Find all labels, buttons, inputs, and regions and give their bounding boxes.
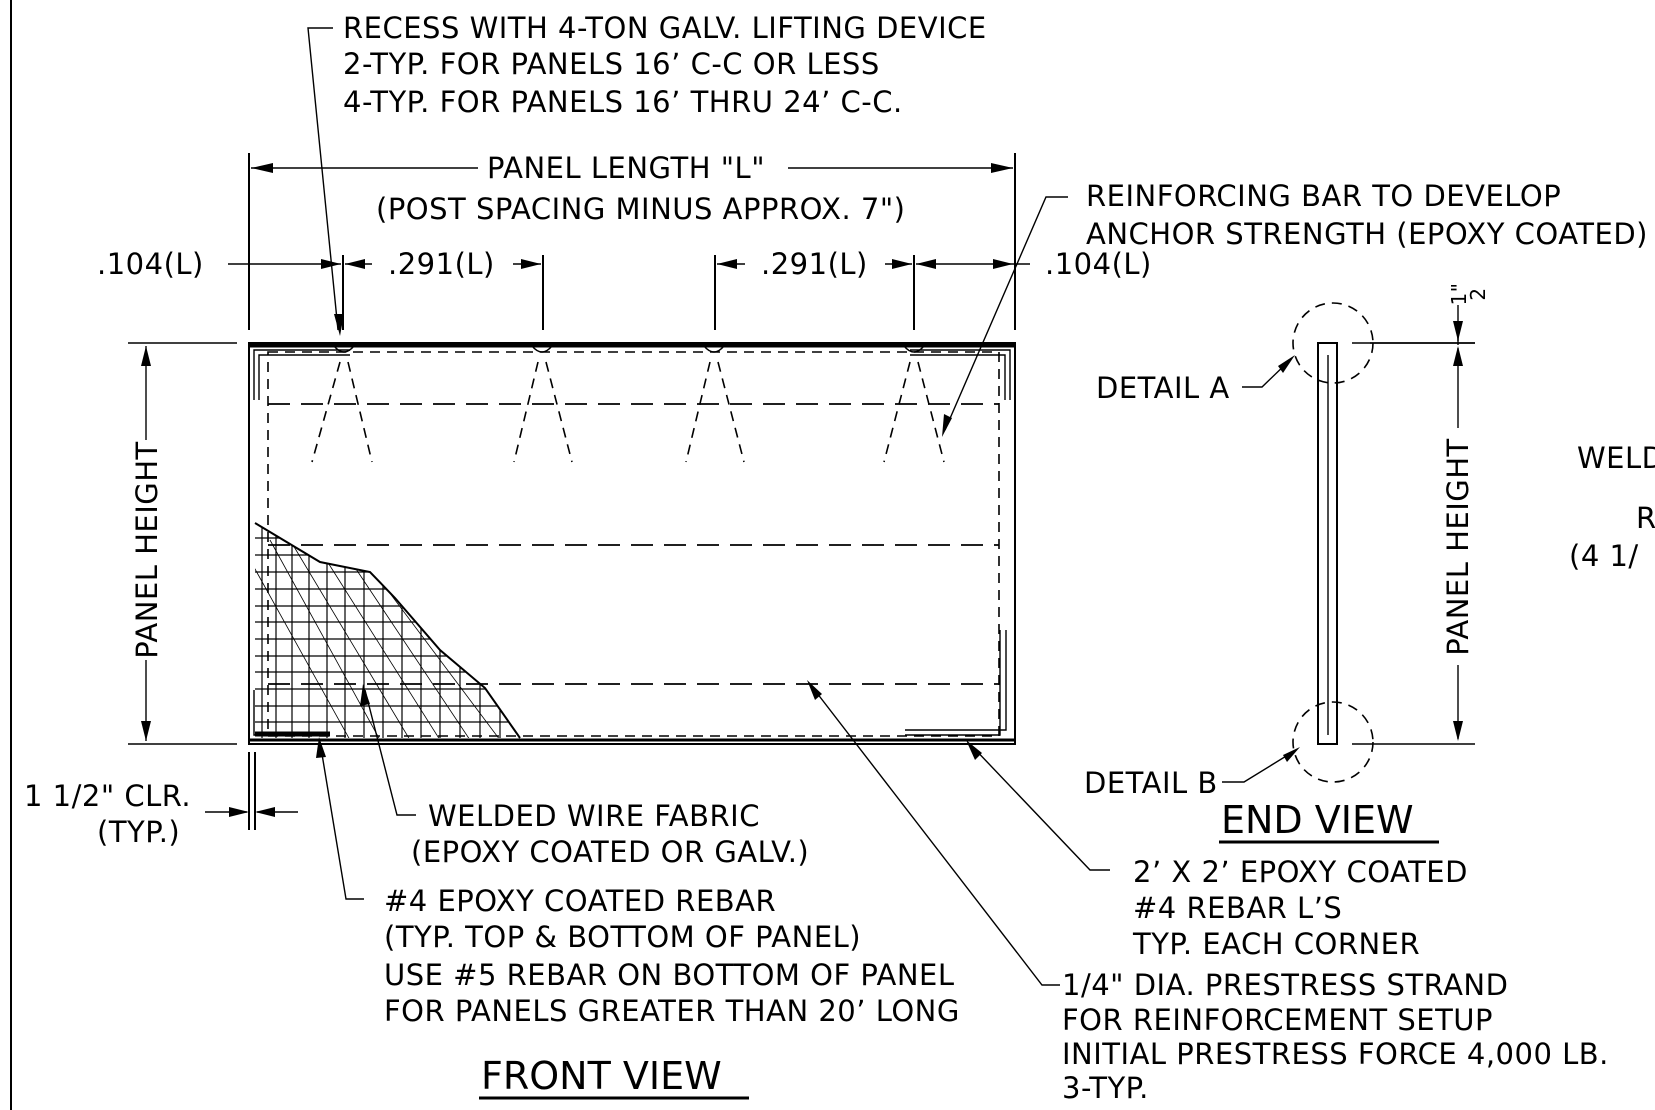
svg-text:INITIAL PRESTRESS FORCE 4,000: INITIAL PRESTRESS FORCE 4,000 LB. (1062, 1037, 1609, 1071)
svg-text:2’ X 2’ EPOXY COATED: 2’ X 2’ EPOXY COATED (1133, 855, 1468, 889)
note-clearance: 1 1/2" CLR. (TYP.) (24, 779, 191, 849)
svg-text:R: R (1636, 501, 1655, 535)
dim-104-right: .104(L) (1045, 247, 1152, 281)
note-reinforcing: REINFORCING BAR TO DEVELOP ANCHOR STRENG… (1086, 179, 1648, 251)
svg-text:#4 EPOXY COATED REBAR: #4 EPOXY COATED REBAR (384, 884, 776, 918)
svg-text:WELDED WIRE FABRIC: WELDED WIRE FABRIC (428, 799, 760, 833)
note-right-cut: WELD R (4 1/ (1569, 441, 1655, 573)
svg-text:TYP. EACH CORNER: TYP. EACH CORNER (1132, 927, 1420, 961)
svg-text:ANCHOR STRENGTH (EPOXY COATED): ANCHOR STRENGTH (EPOXY COATED) (1086, 217, 1648, 251)
detail-b-label: DETAIL B (1084, 766, 1218, 800)
lifting-recess-4 (883, 345, 945, 463)
svg-text:(EPOXY COATED OR GALV.): (EPOXY COATED OR GALV.) (411, 835, 809, 869)
lifting-recess-2 (513, 345, 573, 463)
svg-text:WELD: WELD (1577, 441, 1655, 475)
svg-text:REINFORCING BAR TO DEVELOP: REINFORCING BAR TO DEVELOP (1086, 179, 1561, 213)
svg-text:4-TYP. FOR PANELS 16’ THRU 24’: 4-TYP. FOR PANELS 16’ THRU 24’ C-C. (343, 85, 903, 119)
dimension-lines (128, 153, 1030, 830)
svg-text:(TYP. TOP & BOTTOM OF PANEL): (TYP. TOP & BOTTOM OF PANEL) (384, 920, 861, 954)
dim-291-left: .291(L) (388, 247, 495, 281)
svg-text:1/4" DIA. PRESTRESS STRAND: 1/4" DIA. PRESTRESS STRAND (1062, 968, 1508, 1002)
panel-height-label: PANEL HEIGHT (130, 441, 164, 659)
svg-text:RECESS WITH 4-TON GALV. LIFTIN: RECESS WITH 4-TON GALV. LIFTING DEVICE (343, 11, 987, 45)
note-welded-wire: WELDED WIRE FABRIC (EPOXY COATED OR GALV… (411, 799, 809, 869)
svg-text:(4 1/: (4 1/ (1569, 539, 1639, 573)
end-view (1292, 302, 1475, 783)
svg-text:FOR PANELS GREATER THAN 20’ LO: FOR PANELS GREATER THAN 20’ LONG (384, 994, 960, 1028)
svg-text:END VIEW: END VIEW (1221, 798, 1414, 842)
svg-text:USE #5 REBAR ON BOTTOM OF PANE: USE #5 REBAR ON BOTTOM OF PANEL (384, 958, 955, 992)
leader-lines (307, 27, 1300, 986)
svg-text:FOR REINFORCEMENT SETUP: FOR REINFORCEMENT SETUP (1062, 1003, 1493, 1037)
note-strand: 1/4" DIA. PRESTRESS STRAND FOR REINFORCE… (1062, 968, 1609, 1105)
dim-104-left: .104(L) (97, 247, 204, 281)
svg-text:#4 REBAR L’S: #4 REBAR L’S (1133, 891, 1342, 925)
end-view-title: END VIEW (1219, 798, 1439, 844)
welded-wire-fabric (255, 523, 520, 738)
svg-text:FRONT VIEW: FRONT VIEW (481, 1054, 722, 1098)
front-view-panel (248, 342, 1016, 745)
lifting-recess-1 (311, 345, 373, 463)
note-corner-rebar: 2’ X 2’ EPOXY COATED #4 REBAR L’S TYP. E… (1132, 855, 1468, 961)
panel-length-label: PANEL LENGTH "L" (487, 151, 765, 185)
panel-height-end-label: PANEL HEIGHT (1441, 438, 1475, 656)
svg-text:2-TYP. FOR PANELS 16’ C-C OR L: 2-TYP. FOR PANELS 16’ C-C OR LESS (343, 47, 880, 81)
panel-length-note: (POST SPACING MINUS APPROX. 7") (376, 192, 906, 226)
note-recess: RECESS WITH 4-TON GALV. LIFTING DEVICE 2… (343, 11, 987, 119)
half-inch-num: 1" (1447, 283, 1471, 306)
note-rebar4: #4 EPOXY COATED REBAR (TYP. TOP & BOTTOM… (384, 884, 960, 1028)
svg-text:(TYP.): (TYP.) (97, 815, 180, 849)
svg-text:1 1/2" CLR.: 1 1/2" CLR. (24, 779, 191, 813)
front-view-title: FRONT VIEW (479, 1054, 749, 1100)
detail-b-circle (1292, 701, 1374, 783)
detail-a-label: DETAIL A (1096, 371, 1230, 405)
svg-text:3-TYP.: 3-TYP. (1062, 1071, 1149, 1105)
dim-291-right: .291(L) (761, 247, 868, 281)
half-inch-den: 2 (1466, 287, 1490, 300)
lifting-recess-3 (685, 345, 745, 463)
